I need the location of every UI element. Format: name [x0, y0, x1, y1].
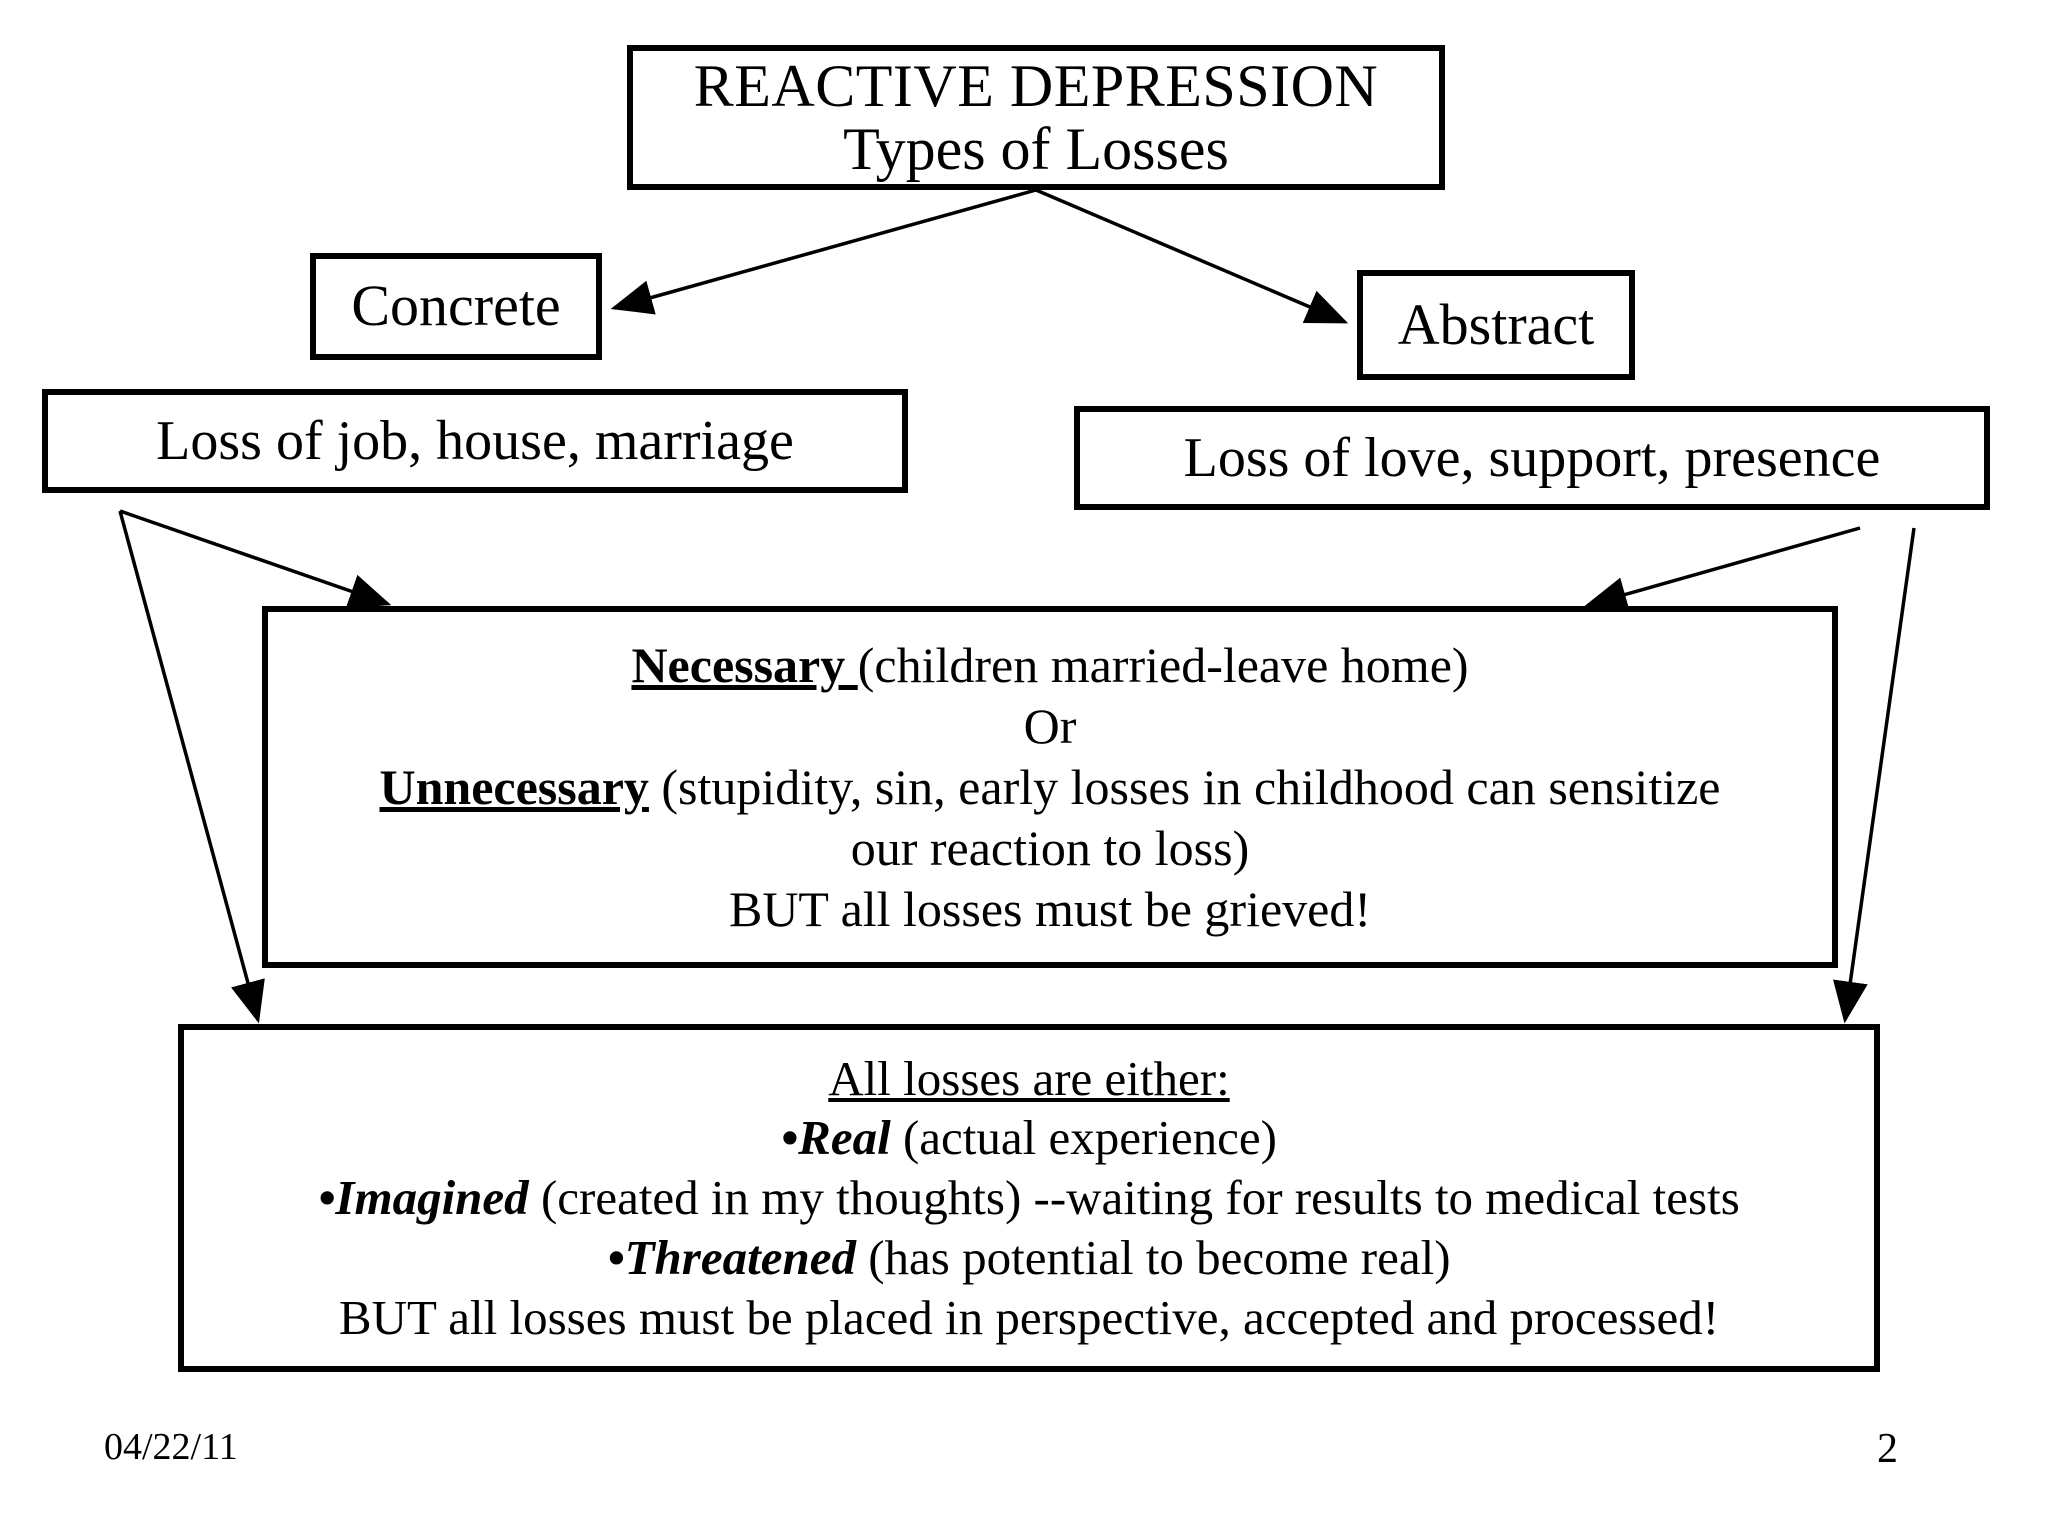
footer-date: 04/22/11	[104, 1426, 238, 1468]
title-line-1: REACTIVE DEPRESSION	[693, 53, 1379, 120]
abstract-detail-text: Loss of love, support, presence	[1183, 426, 1881, 489]
necessary-keyword: Necessary	[631, 636, 858, 693]
title-box: REACTIVE DEPRESSION Types of Losses	[627, 45, 1445, 190]
necessary-unnecessary-box: Necessary (children married-leave home) …	[262, 606, 1838, 968]
concrete-detail-box: Loss of job, house, marriage	[42, 389, 908, 493]
all-losses-box: All losses are either: •Real (actual exp…	[178, 1024, 1880, 1372]
footer-page-number: 2	[1877, 1426, 1898, 1472]
bullet-threatened-detail: (has potential to become real)	[855, 1229, 1451, 1285]
unnecessary-detail: (stupidity, sin, early losses in childho…	[648, 758, 1721, 815]
bullet-threatened: •Threatened (has potential to become rea…	[607, 1228, 1450, 1288]
arrow-title-to-abstract	[1035, 188, 1349, 324]
necessary-detail: (children married-leave home)	[857, 636, 1469, 693]
abstract-label: Abstract	[1397, 291, 1595, 357]
arrow-title-to-concrete	[610, 188, 1037, 315]
all-losses-closing: BUT all losses must be placed in perspec…	[338, 1289, 1720, 1345]
arrow-concrete-detail-to-all-losses	[118, 510, 265, 1024]
unnecessary-line-continued: our reaction to loss)	[850, 819, 1250, 876]
concrete-detail-text: Loss of job, house, marriage	[156, 409, 794, 472]
all-losses-heading: All losses are either:	[828, 1050, 1230, 1106]
bullet-real: •Real (actual experience)	[781, 1108, 1277, 1168]
bullet-imagined-keyword: •Imagined	[318, 1170, 529, 1226]
bullet-imagined-detail: (created in my thoughts) --waiting for r…	[528, 1170, 1740, 1226]
title-line-2: Types of Losses	[843, 115, 1229, 182]
bullet-real-keyword: •Real	[781, 1110, 891, 1166]
arrow-abstract-detail-to-necessary	[1584, 526, 1861, 612]
or-line: Or	[1023, 697, 1077, 754]
bullet-threatened-keyword: •Threatened	[607, 1229, 856, 1285]
bullet-real-detail: (actual experience)	[890, 1110, 1277, 1166]
abstract-detail-box: Loss of love, support, presence	[1074, 406, 1990, 510]
unnecessary-keyword: Unnecessary	[379, 758, 649, 815]
concrete-category-box: Concrete	[310, 253, 602, 360]
arrow-concrete-detail-to-necessary	[119, 509, 392, 608]
concrete-label: Concrete	[351, 273, 561, 339]
arrow-abstract-detail-to-all-losses	[1833, 527, 1916, 1024]
unnecessary-line: Unnecessary (stupidity, sin, early losse…	[379, 757, 1720, 818]
necessary-line: Necessary (children married-leave home)	[631, 635, 1468, 696]
bullet-imagined: •Imagined (created in my thoughts) --wai…	[318, 1168, 1740, 1228]
abstract-category-box: Abstract	[1357, 270, 1635, 380]
grieved-statement: BUT all losses must be grieved!	[728, 880, 1372, 937]
